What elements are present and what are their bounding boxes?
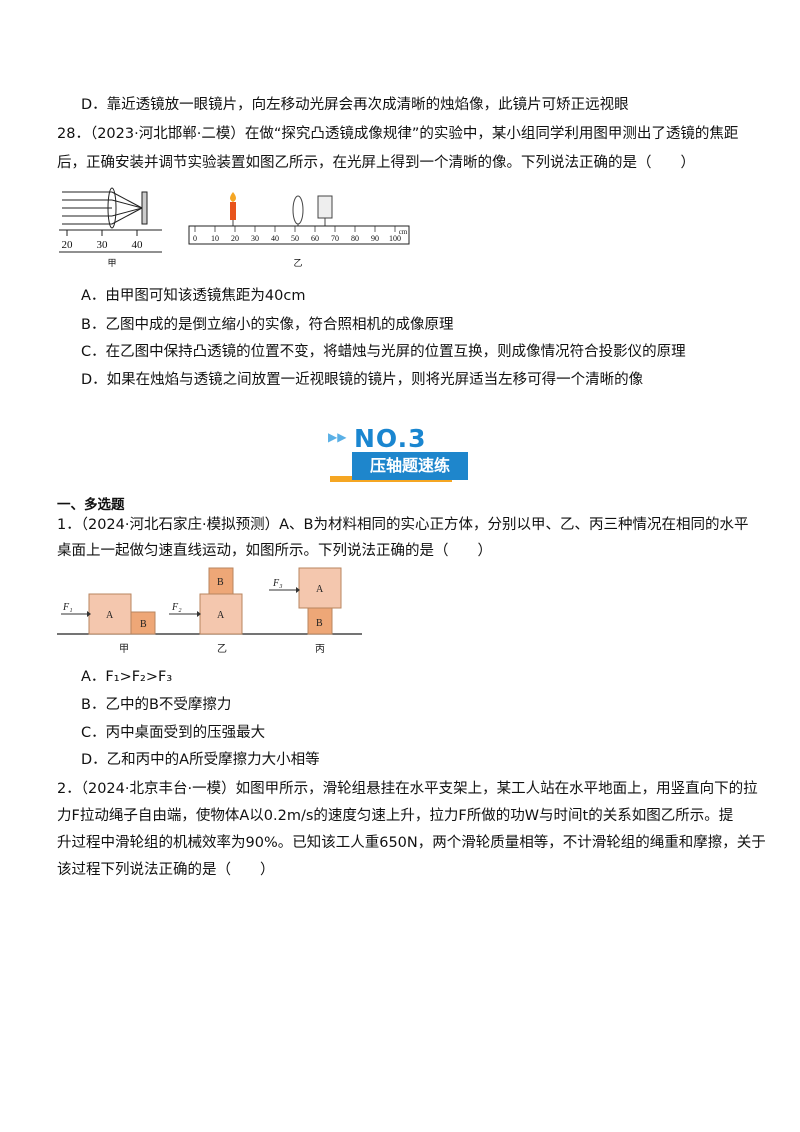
play-arrow-icon: ▶▶ [328, 430, 347, 444]
yi-tick: 40 [271, 234, 279, 243]
banner-title: 压轴题速练 [369, 456, 450, 475]
q2-stem-line4: 该过程下列说法正确的是（ ） [57, 862, 275, 878]
q28-option-a: A．由甲图可知该透镜焦距为40cm [81, 288, 306, 304]
q1-option-c: C．丙中桌面受到的压强最大 [81, 725, 266, 741]
q1-option-b: B．乙中的B不受摩擦力 [81, 697, 232, 713]
yi-tick: 0 [193, 234, 197, 243]
yi-tick: 20 [231, 234, 239, 243]
force-f1-label: F₁ [62, 602, 73, 613]
q28-option-d: D．如果在烛焰与透镜之间放置一近视眼镜的镜片，则将光屏适当左移可得一个清晰的像 [81, 372, 644, 388]
jia-tick: 40 [132, 239, 144, 251]
fig-caption-jia: 甲 [119, 644, 129, 655]
fig-caption-yi: 乙 [217, 643, 227, 655]
q28-stem-line2: 后，正确安装并调节实验装置如图乙所示，在光屏上得到一个清晰的像。下列说法正确的是… [57, 155, 695, 171]
block-a-label: A [316, 584, 324, 595]
q1-stem-line1: 1．（2024·河北石家庄·模拟预测）A、B为材料相同的实心正方体，分别以甲、乙… [57, 517, 749, 533]
block-b-label: B [316, 618, 323, 629]
q2-stem-line1: 2．（2024·北京丰台·一模）如图甲所示，滑轮组悬挂在水平支架上，某工人站在水… [57, 781, 758, 797]
jia-tick: 20 [62, 239, 74, 251]
yi-tick: 30 [251, 234, 259, 243]
block-a-label: A [217, 610, 225, 621]
yi-tick: 70 [331, 234, 339, 243]
q1-stem-line2: 桌面上一起做匀速直线运动，如图所示。下列说法正确的是（ ） [57, 543, 492, 559]
q1-option-a: A．F₁>F₂>F₃ [81, 669, 173, 685]
force-f3-label: F₃ [272, 578, 283, 589]
q28-option-b: B．乙图中成的是倒立缩小的实像，符合照相机的成像原理 [81, 317, 454, 333]
block-b-label: B [217, 577, 224, 588]
section-heading: 一、多选题 [57, 497, 125, 513]
yi-tick: 50 [291, 234, 299, 243]
block-b-label: B [140, 619, 147, 630]
q1-option-d: D．乙和丙中的A所受摩擦力大小相等 [81, 752, 320, 768]
q2-stem-line2: 力F拉动绳子自由端，使物体A以0.2m/s的速度匀速上升，拉力F所做的功W与时间… [57, 808, 734, 824]
jia-caption: 甲 [107, 258, 116, 268]
yi-caption: 乙 [293, 258, 302, 268]
section-banner: ▶▶ NO.3 压轴题速练 [326, 424, 476, 490]
yi-tick: 90 [371, 234, 379, 243]
yi-tick: 10 [211, 234, 219, 243]
force-f2-label: F₂ [171, 602, 182, 613]
banner-box: 压轴题速练 [352, 452, 468, 480]
yi-tick: 60 [311, 234, 319, 243]
q28-stem-line1: 28．（2023·河北邯郸·二模）在做“探究凸透镜成像规律”的实验中，某小组同学… [57, 126, 739, 142]
yi-tick: 100 [389, 234, 401, 243]
q28-option-c: C．在乙图中保持凸透镜的位置不变，将蜡烛与光屏的位置互换，则成像情况符合投影仪的… [81, 344, 686, 360]
blocks-figure: F₁ F₂ F₃ A B A B A B 甲 乙 丙 [57, 567, 362, 655]
q2-stem-line3: 升过程中滑轮组的机械效率为90%。已知该工人重650N，两个滑轮质量相等，不计滑… [57, 835, 766, 851]
yi-tick: 80 [351, 234, 359, 243]
q27-option-d: D．靠近透镜放一眼镜片，向左移动光屏会再次成清晰的烛焰像，此镜片可矫正远视眼 [81, 97, 629, 113]
yi-unit: cm [399, 228, 408, 236]
jia-tick: 30 [97, 239, 109, 251]
fig-caption-bing: 丙 [315, 644, 325, 655]
lens-focal-figure: 20 30 40 甲 [59, 187, 162, 268]
optical-bench-figure: 0 10 20 30 40 50 60 70 80 90 100 cm 乙 [188, 192, 410, 268]
block-a-label: A [106, 610, 114, 621]
banner-number: NO.3 [354, 424, 427, 453]
